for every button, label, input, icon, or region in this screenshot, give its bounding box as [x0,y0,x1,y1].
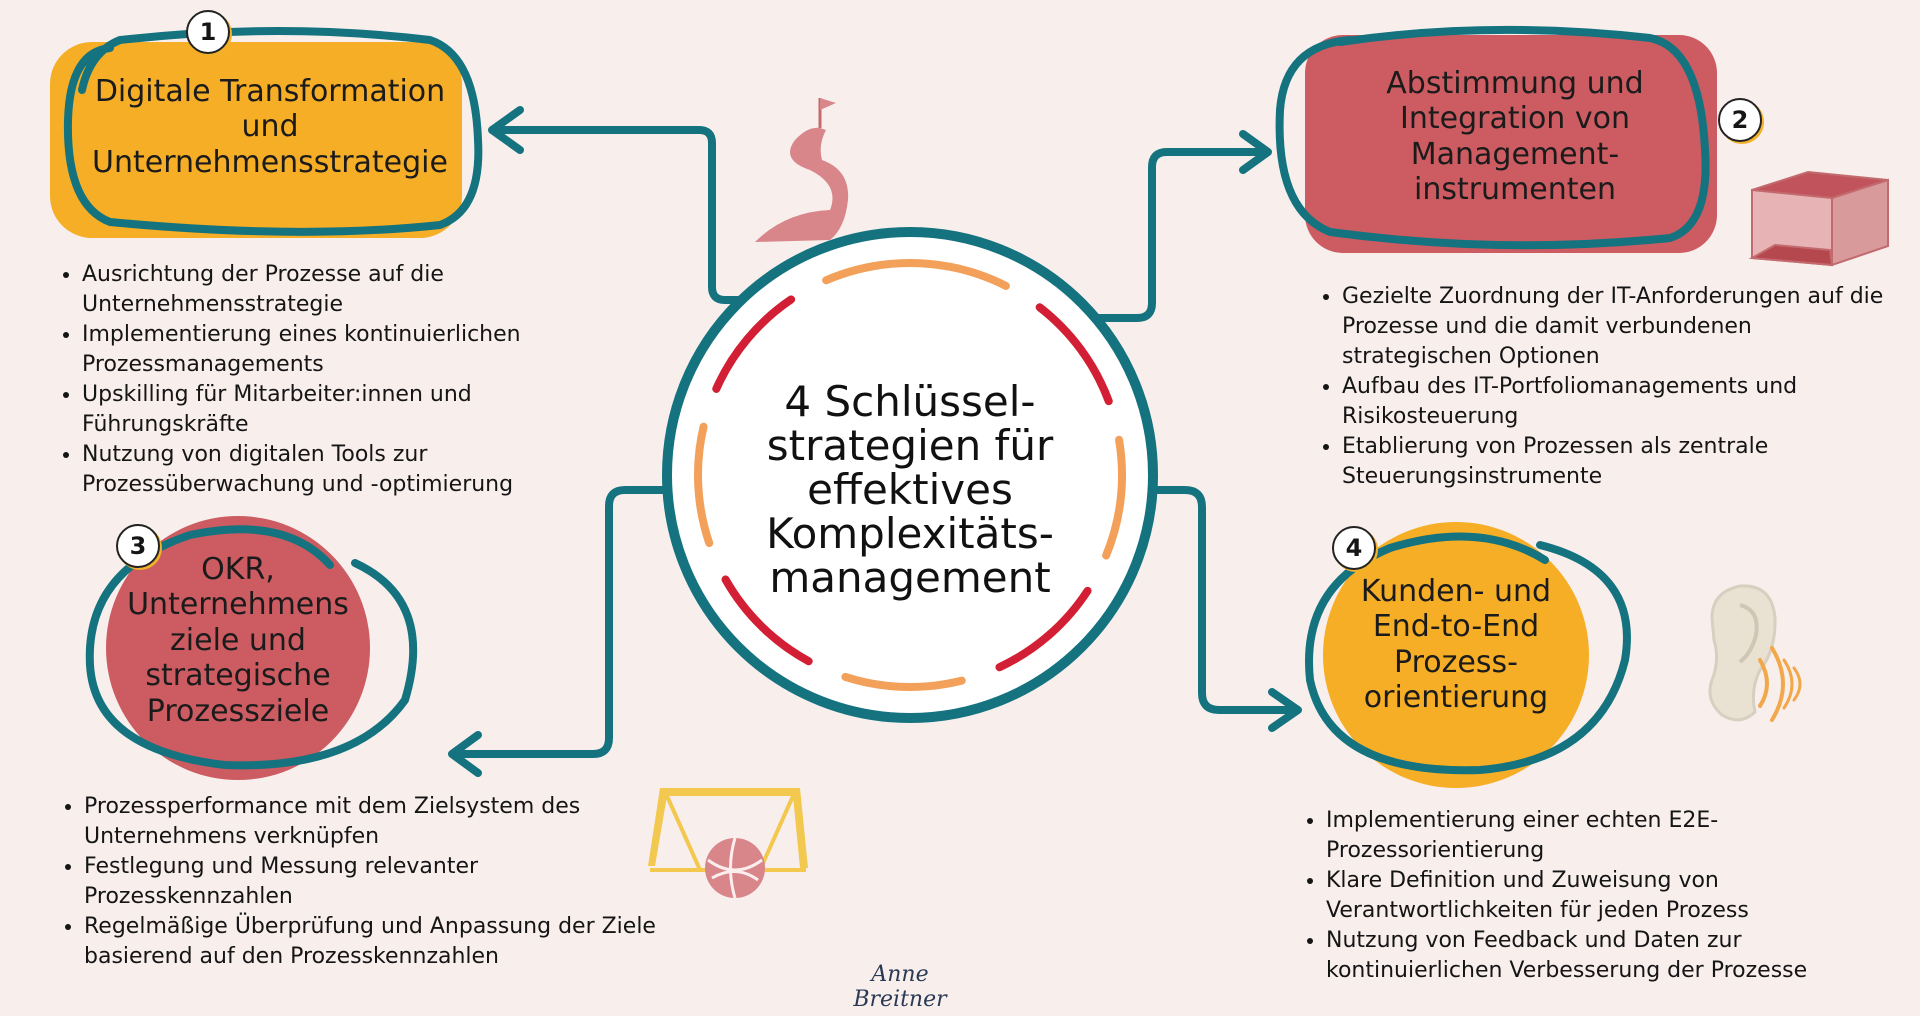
node-2-outline [1275,25,1710,250]
list-item: Festlegung und Messung relevanter Prozes… [84,852,664,912]
connector-4 [1136,486,1299,714]
node-3-shape [106,516,370,780]
list-item: Upskilling für Mitarbeiter:innen und Füh… [82,380,602,440]
winding-road-flag-icon [755,98,849,242]
arrowhead-1 [488,106,524,154]
node-1-bullet-list: Ausrichtung der Prozesse auf die Unterne… [54,260,602,500]
arrowhead-2 [1239,130,1272,174]
node-3-number-badge: 3 [116,524,160,568]
node-2-bullet-list: Gezielte Zuordnung der IT-Anforderungen … [1314,282,1902,492]
cube-icon [1748,170,1889,267]
node-3-title: OKR, Unternehmens ziele und strategische… [127,552,349,729]
list-item: Implementierung eines kontinuierlichen P… [82,320,602,380]
connector-2 [1076,148,1269,322]
ear-listening-icon [1708,584,1802,722]
list-item: Ausrichtung der Prozesse auf die Unterne… [82,260,602,320]
connector-3 [451,486,709,758]
arrowhead-4 [1268,688,1302,732]
node-2-shape [1305,35,1717,253]
node-1-number-badge: 1 [186,10,230,54]
node-4-bullet-list: Implementierung einer echten E2E-Prozess… [1298,806,1886,986]
list-item: Klare Definition und Zuweisung von Veran… [1326,866,1886,926]
node-2-number-badge: 2 [1718,98,1762,142]
node-1-title: Digitale Transformation und Unternehmens… [92,74,448,180]
list-item: Aufbau des IT-Portfoliomanagements und R… [1342,372,1902,432]
center-title: 4 Schlüssel- strategien für effektives K… [766,377,1054,603]
node-2-title: Abstimmung und Integration von Managemen… [1386,66,1644,208]
node-1-shape [50,42,462,238]
list-item: Gezielte Zuordnung der IT-Anforderungen … [1342,282,1902,372]
node-3-outline [85,525,418,770]
goal-ball-icon [648,788,808,899]
list-item: Etablierung von Prozessen als zentrale S… [1342,432,1902,492]
node-3-bullet-list: Prozessperformance mit dem Zielsystem de… [56,792,664,972]
author-signature: Anne Breitner [853,962,947,1012]
center-dashed-ring [694,259,1126,691]
node-4-title: Kunden- und End-to-End Prozess- orientie… [1360,574,1552,716]
list-item: Implementierung einer echten E2E-Prozess… [1326,806,1886,866]
center-circle [662,227,1158,723]
connector-1 [491,126,764,304]
node-4-shape [1323,522,1589,788]
list-item: Prozessperformance mit dem Zielsystem de… [84,792,664,852]
list-item: Nutzung von Feedback und Daten zur konti… [1326,926,1886,986]
list-item: Nutzung von digitalen Tools zur Prozessü… [82,440,602,500]
node-4-outline [1305,532,1631,775]
list-item: Regelmäßige Überprüfung und Anpassung de… [84,912,664,972]
node-4-number-badge: 4 [1332,526,1376,570]
arrowhead-3 [448,731,482,777]
